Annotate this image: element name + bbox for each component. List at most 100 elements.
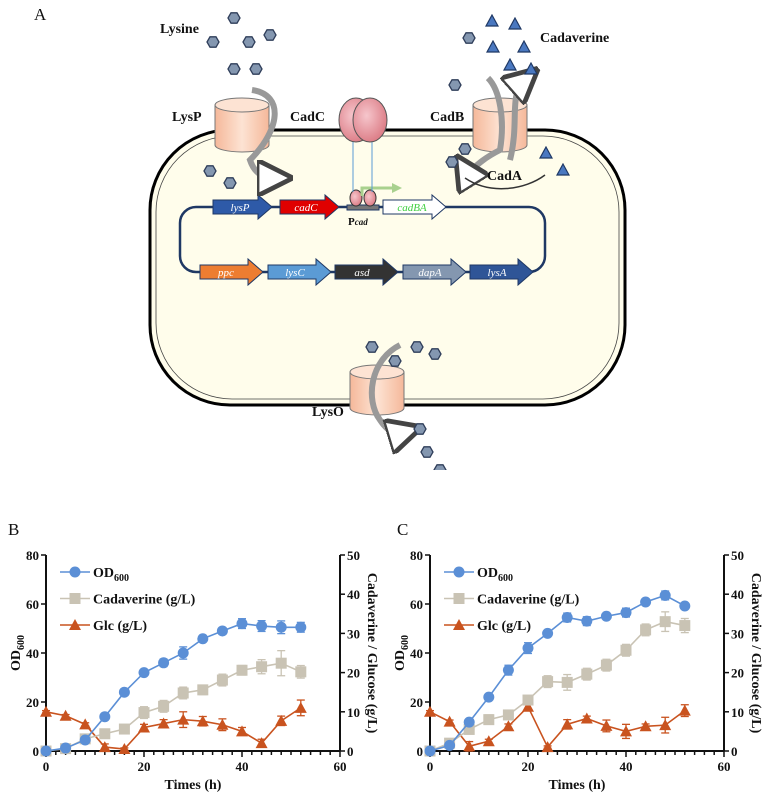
y2-tick-label: 20 xyxy=(347,666,360,681)
svg-text:Pcad: Pcad xyxy=(348,216,368,228)
y2-axis-label: Cadaverine / Glucose (g/L) xyxy=(748,573,763,734)
data-point xyxy=(236,618,248,630)
data-point xyxy=(659,616,671,628)
cadb-label: CadB xyxy=(430,110,464,125)
data-point xyxy=(294,701,307,713)
svg-text:cadBA: cadBA xyxy=(397,202,427,214)
svg-text:cadC: cadC xyxy=(294,202,318,214)
data-point xyxy=(275,657,287,669)
svg-text:lysP: lysP xyxy=(231,202,250,214)
data-point xyxy=(640,624,652,636)
data-point xyxy=(522,694,534,706)
data-point xyxy=(197,633,209,645)
data-point xyxy=(275,714,288,726)
y-tick-label: 80 xyxy=(410,548,423,563)
data-point xyxy=(561,676,573,688)
y2-tick-label: 30 xyxy=(347,626,360,641)
svg-text:dapA: dapA xyxy=(418,267,442,279)
data-point xyxy=(98,741,111,753)
data-point xyxy=(157,717,170,729)
x-tick-label: 20 xyxy=(138,759,151,774)
data-point xyxy=(40,705,52,717)
cadb-transporter xyxy=(465,78,546,189)
data-point xyxy=(639,720,652,732)
panel-label-a: A xyxy=(34,5,47,24)
cadc-label: CadC xyxy=(290,110,325,125)
data-point xyxy=(99,728,111,740)
y2-tick-label: 0 xyxy=(347,744,354,759)
y2-tick-label: 10 xyxy=(347,705,360,720)
data-point xyxy=(256,620,268,632)
data-point xyxy=(483,691,495,703)
y2-tick-label: 30 xyxy=(731,626,744,641)
legend-label: OD600 xyxy=(93,566,129,584)
y2-tick-label: 50 xyxy=(731,548,744,563)
data-point xyxy=(138,707,150,719)
data-point xyxy=(502,709,514,721)
data-point xyxy=(581,615,593,627)
data-point xyxy=(255,737,268,749)
data-point xyxy=(118,723,130,735)
legend-label: Cadaverine (g/L) xyxy=(93,593,196,608)
legend-marker xyxy=(453,593,465,604)
cadc-protein xyxy=(338,97,388,192)
gene-lysC: lysC xyxy=(267,257,332,287)
gene-lysA: lysA xyxy=(469,257,534,287)
gene-lysP: lysP xyxy=(212,193,273,221)
data-point xyxy=(295,666,307,678)
pathway-diagram: A lysP cadC Pcad cadBA ppc lysC asd da xyxy=(34,5,627,470)
legend-label: Glc (g/L) xyxy=(477,619,531,634)
data-point xyxy=(620,607,632,619)
y-tick-label: 80 xyxy=(26,548,39,563)
data-point xyxy=(600,719,613,731)
data-point xyxy=(216,718,229,730)
data-point xyxy=(138,721,150,733)
data-point xyxy=(443,715,456,727)
data-point xyxy=(659,589,671,601)
data-point xyxy=(502,720,515,732)
y-axis-label: OD600 xyxy=(393,635,411,671)
x-tick-label: 60 xyxy=(718,759,731,774)
y2-axis-label: Cadaverine / Glucose (g/L) xyxy=(364,573,379,734)
legend-marker xyxy=(453,566,465,578)
data-point xyxy=(236,725,248,737)
legend-label-main: OD xyxy=(93,566,114,581)
data-point xyxy=(256,661,268,673)
data-point xyxy=(542,627,554,639)
data-point xyxy=(463,740,476,752)
data-point xyxy=(295,621,307,633)
lysp-transporter xyxy=(214,87,275,178)
data-point xyxy=(640,596,652,608)
data-point xyxy=(196,715,209,727)
x-axis-label: Times (h) xyxy=(549,778,606,793)
data-point xyxy=(600,610,612,622)
data-point xyxy=(522,642,534,654)
data-point xyxy=(158,700,170,712)
data-point xyxy=(40,745,52,757)
y-tick-label: 60 xyxy=(26,597,39,612)
data-point xyxy=(197,684,209,696)
data-point xyxy=(541,741,554,753)
cada-label: CadA xyxy=(487,169,523,184)
y2-tick-label: 0 xyxy=(731,744,738,759)
data-point xyxy=(79,734,91,746)
data-point xyxy=(522,700,534,712)
y-tick-label: 20 xyxy=(26,695,39,710)
data-point xyxy=(581,668,593,680)
svg-text:asd: asd xyxy=(354,267,370,279)
y-axis-label-sub: 600 xyxy=(400,635,411,650)
promoter-pcad: Pcad xyxy=(346,183,402,228)
series-glc xyxy=(424,700,691,753)
data-point xyxy=(502,664,514,676)
x-tick-label: 0 xyxy=(427,759,434,774)
legend-label-main: Glc (g/L) xyxy=(93,619,147,634)
data-point xyxy=(424,705,436,717)
cadaverine-label: Cadaverine xyxy=(540,31,609,46)
y-axis-label-main: OD xyxy=(9,650,24,671)
data-point xyxy=(482,735,495,747)
series-glc xyxy=(40,699,307,755)
lysine-label: Lysine xyxy=(160,22,199,37)
y-tick-label: 0 xyxy=(33,744,40,759)
series-line xyxy=(45,622,301,752)
gene-asd: asd xyxy=(334,257,399,287)
